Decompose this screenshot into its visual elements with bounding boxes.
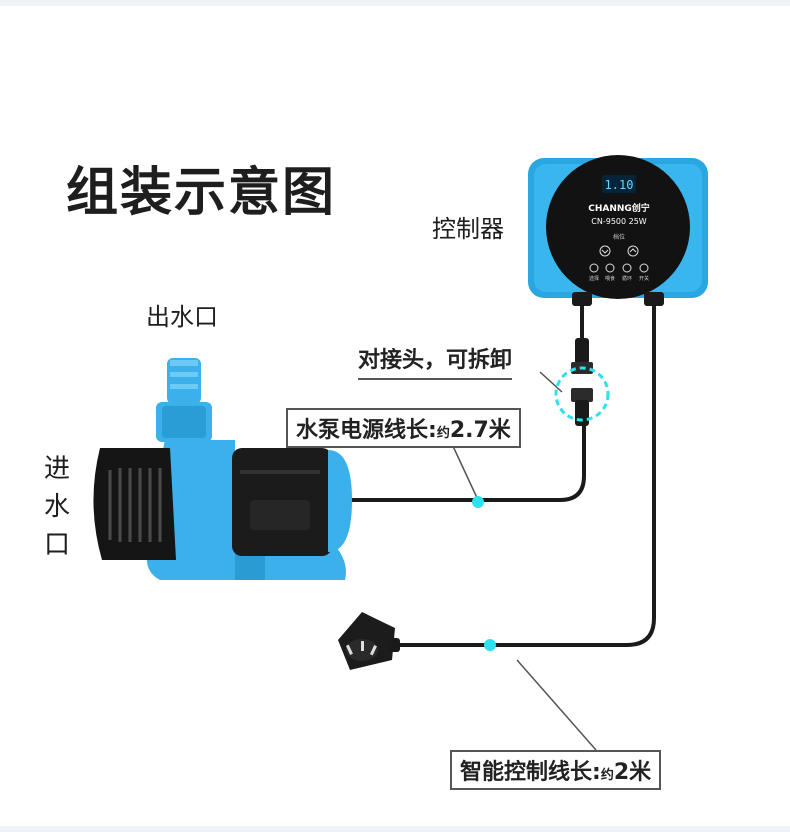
button-label-cycle: 循环 (622, 275, 632, 282)
label-connector: 对接头，可拆卸 (358, 342, 512, 380)
pump-cable-text: 水泵电源线长: (296, 418, 437, 443)
label-pump-cable-length: 水泵电源线长:约2.7米 (286, 408, 521, 448)
controller-model: CN-9500 25W (591, 217, 647, 226)
pump-cable-prefix: 约 (437, 426, 450, 441)
pump-cable-value: 2.7米 (450, 418, 511, 443)
control-cable-prefix: 约 (601, 768, 614, 783)
water-pump (93, 358, 352, 580)
power-plug (338, 612, 400, 670)
controller-unit: 1.10 CHANNG创宁 CN-9500 25W 档位 选择 喂食 循环 开关 (528, 155, 708, 306)
controller-brand: CHANNG创宁 (588, 202, 650, 214)
label-control-cable-length: 智能控制线长:约2米 (450, 750, 661, 790)
button-label-feed: 喂食 (605, 275, 615, 282)
control-cable-value: 2米 (614, 760, 651, 785)
label-inlet: 进水口 (42, 450, 72, 564)
pump-cable-marker (472, 496, 484, 508)
button-label-select: 选择 (589, 275, 599, 282)
label-outlet: 出水口 (146, 297, 218, 332)
controller-buttons-caption: 档位 (613, 233, 625, 241)
label-controller: 控制器 (432, 209, 504, 244)
control-cable-text: 智能控制线长: (460, 760, 601, 785)
button-label-power: 开关 (639, 275, 649, 282)
intake-grille (93, 448, 176, 560)
detachable-connector (556, 338, 608, 426)
controller-display-text: 1.10 (605, 178, 634, 192)
control-cable-marker (484, 639, 496, 651)
